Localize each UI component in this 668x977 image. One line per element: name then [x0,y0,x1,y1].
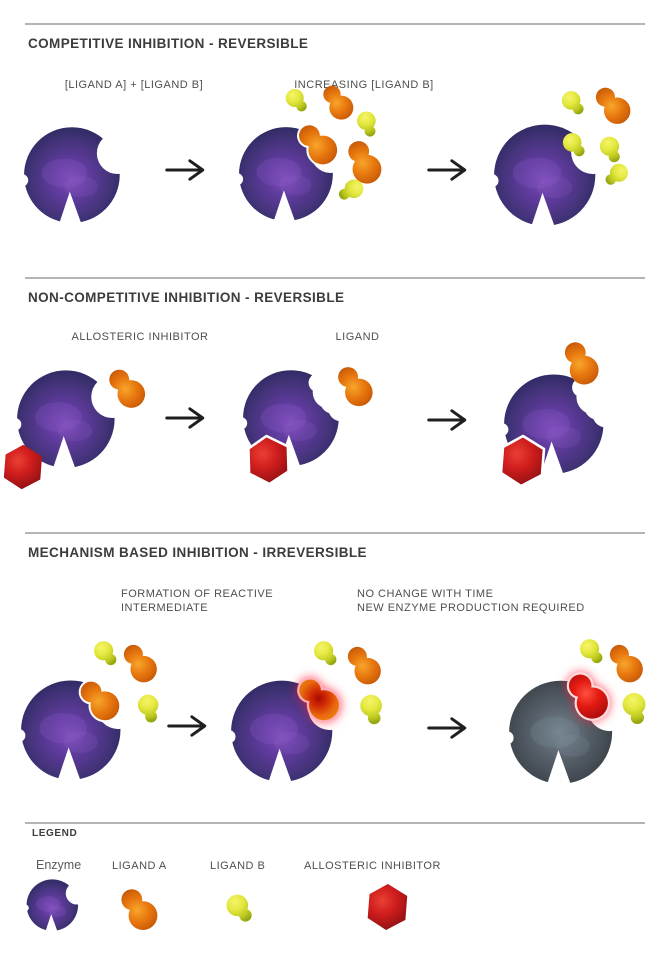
ligand-a-icon [318,82,358,124]
legend-title: LEGEND [32,828,78,839]
section-title-non-competitive: NON-COMPETITIVE INHIBITION - REVERSIBLE [28,290,345,305]
bound-ligand-a-icon [291,117,345,173]
ligand-b-icon [310,638,342,670]
ligand-b-icon [348,686,396,734]
allosteric-inhibitor-icon [0,443,45,491]
section-title-mechanism-based: MECHANISM BASED INHIBITION - IRREVERSIBL… [28,545,367,560]
section-divider [25,23,645,25]
ligand-b-icon [558,88,589,119]
ligand-a-icon [604,642,648,686]
arrow-icon [425,408,475,432]
ligand-a-icon [101,364,153,414]
arrow-icon [163,158,213,182]
legend-label-ligand-a: LIGAND A [112,860,167,872]
ligand-b-icon [559,130,590,161]
arrow-icon [425,716,475,740]
panel-label-increasing-ligand-b: INCREASING [LIGAND B] [294,79,434,91]
ligand-a-icon [588,82,638,131]
ligand-b-icon [222,890,258,928]
ligand-a-icon [118,642,162,686]
ligand-b-icon [333,173,369,209]
legend-label-ligand-b: LIGAND B [210,860,266,872]
panel-label-no-change-with-time: NO CHANGE WITH TIME NEW ENZYME PRODUCTIO… [357,588,585,614]
panel-label-ligand-a-plus-ligand-b: [LIGAND A] + [LIGAND B] [64,79,204,91]
arrow-icon [165,714,215,738]
arrow-icon [425,158,475,182]
section-divider [25,822,645,824]
ligand-a-icon [553,337,609,391]
section-title-competitive: COMPETITIVE INHIBITION - REVERSIBLE [28,36,309,51]
panel-label-ligand: LIGAND [335,331,380,343]
bound-allosteric-inhibitor-icon [241,432,294,489]
section-divider [25,532,645,534]
bound-allosteric-inhibitor-icon [497,434,547,488]
allosteric-inhibitor-icon [364,882,410,932]
enzyme-icon [22,121,128,225]
panel-label-allosteric-inhibitor: ALLOSTERIC INHIBITOR [71,331,209,343]
ligand-b-icon [601,160,631,190]
ligand-a-icon [331,364,379,410]
legend-label-allosteric-inhibitor: ALLOSTERIC INHIBITOR [304,860,441,872]
arrow-icon [163,406,213,430]
enzyme-icon [26,876,82,932]
panel-label-reactive-intermediate: FORMATION OF REACTIVE INTERMEDIATE [121,588,274,614]
reactive-intermediate-icon [291,671,348,729]
legend-label-enzyme: Enzyme [36,858,82,872]
ligand-b-icon [282,86,312,116]
ligand-a-icon [112,886,166,934]
section-divider [25,277,645,279]
ligand-a-icon [342,644,386,688]
